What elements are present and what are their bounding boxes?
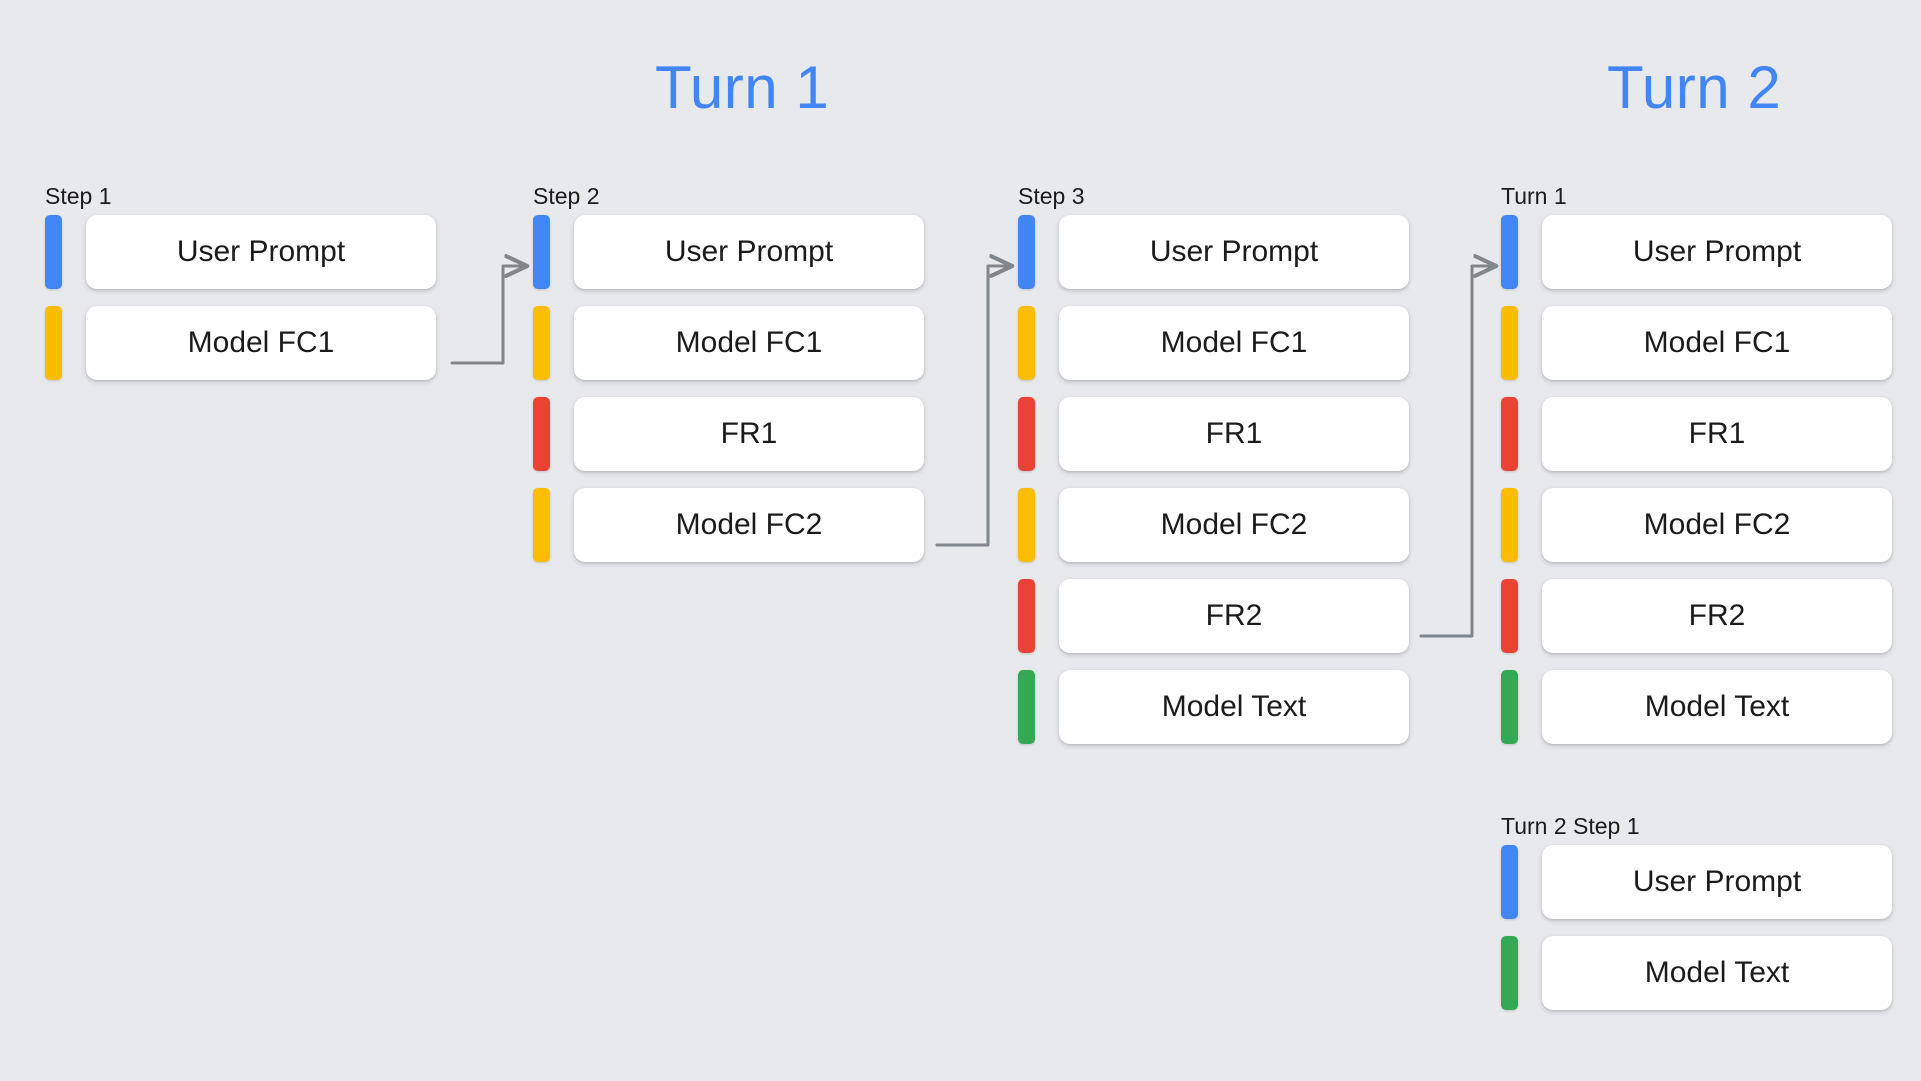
color-bar-red-icon [1501, 397, 1518, 471]
color-bar-blue-icon [1501, 845, 1518, 919]
color-bar-green-icon [1501, 936, 1518, 1010]
color-bar-yellow-icon [1501, 306, 1518, 380]
list-item[interactable]: Model FC1 [45, 306, 436, 380]
color-bar-yellow-icon [1018, 488, 1035, 562]
color-bar-red-icon [533, 397, 550, 471]
card-label: User Prompt [1632, 865, 1802, 898]
color-bar-red-icon [1018, 579, 1035, 653]
color-bar-red-icon [1018, 397, 1035, 471]
card-model-text[interactable]: Model Text [1542, 936, 1892, 1010]
column-rows-step-3: User Prompt Model FC1 FR1 Model FC2 [1018, 215, 1409, 744]
card-user-prompt[interactable]: User Prompt [1542, 215, 1892, 289]
card-label: Model FC1 [675, 326, 823, 359]
turn-1-title: Turn 1 [655, 54, 830, 121]
card-label: Model FC2 [675, 508, 823, 541]
color-bar-blue-icon [1018, 215, 1035, 289]
column-label-step-2: Step 2 [533, 183, 600, 209]
list-item[interactable]: FR1 [1501, 397, 1892, 471]
card-fr2[interactable]: FR2 [1059, 579, 1409, 653]
card-label: FR1 [1688, 417, 1746, 450]
color-bar-blue-icon [533, 215, 550, 289]
card-user-prompt[interactable]: User Prompt [86, 215, 436, 289]
card-model-text[interactable]: Model Text [1059, 670, 1409, 744]
list-item[interactable]: Model Text [1501, 936, 1892, 1010]
card-fr1[interactable]: FR1 [1059, 397, 1409, 471]
column-label-turn-1: Turn 1 [1501, 183, 1567, 209]
card-label: FR1 [1205, 417, 1263, 450]
column-rows-turn-2-step-1: User Prompt Model Text [1501, 845, 1892, 1010]
card-label: FR2 [1688, 599, 1746, 632]
color-bar-green-icon [1501, 670, 1518, 744]
card-label: Model Text [1644, 956, 1790, 989]
card-model-fc2[interactable]: Model FC2 [574, 488, 924, 562]
color-bar-yellow-icon [45, 306, 62, 380]
card-model-text[interactable]: Model Text [1542, 670, 1892, 744]
connector-step3-to-turn1 [1419, 266, 1496, 638]
connector-step1-to-step2 [450, 266, 527, 365]
card-model-fc1[interactable]: Model FC1 [1059, 306, 1409, 380]
list-item[interactable]: FR2 [1018, 579, 1409, 653]
list-item[interactable]: User Prompt [1501, 845, 1892, 919]
color-bar-green-icon [1018, 670, 1035, 744]
list-item[interactable]: Model FC1 [1501, 306, 1892, 380]
color-bar-blue-icon [45, 215, 62, 289]
card-label: FR2 [1205, 599, 1263, 632]
card-user-prompt[interactable]: User Prompt [1542, 845, 1892, 919]
card-label: Model FC1 [187, 326, 335, 359]
list-item[interactable]: User Prompt [1501, 215, 1892, 289]
card-label: Model FC2 [1160, 508, 1308, 541]
list-item[interactable]: Model FC2 [533, 488, 924, 562]
card-fr1[interactable]: FR1 [1542, 397, 1892, 471]
card-model-fc1[interactable]: Model FC1 [574, 306, 924, 380]
column-rows-turn-1: User Prompt Model FC1 FR1 Model FC2 [1501, 215, 1892, 744]
card-model-fc1[interactable]: Model FC1 [86, 306, 436, 380]
column-label-step-1: Step 1 [45, 183, 112, 209]
card-fr2[interactable]: FR2 [1542, 579, 1892, 653]
card-user-prompt[interactable]: User Prompt [1059, 215, 1409, 289]
card-model-fc2[interactable]: Model FC2 [1059, 488, 1409, 562]
card-label: User Prompt [1632, 235, 1802, 268]
card-label: Model Text [1644, 690, 1790, 723]
list-item[interactable]: FR2 [1501, 579, 1892, 653]
color-bar-red-icon [1501, 579, 1518, 653]
color-bar-yellow-icon [533, 488, 550, 562]
list-item[interactable]: Model FC1 [533, 306, 924, 380]
card-label: Model FC1 [1160, 326, 1308, 359]
card-model-fc1[interactable]: Model FC1 [1542, 306, 1892, 380]
connector-step2-to-step3 [935, 266, 1012, 547]
color-bar-yellow-icon [1501, 488, 1518, 562]
card-user-prompt[interactable]: User Prompt [574, 215, 924, 289]
list-item[interactable]: Model FC2 [1501, 488, 1892, 562]
list-item[interactable]: User Prompt [45, 215, 436, 289]
color-bar-blue-icon [1501, 215, 1518, 289]
list-item[interactable]: Model Text [1018, 670, 1409, 744]
card-model-fc2[interactable]: Model FC2 [1542, 488, 1892, 562]
card-label: User Prompt [664, 235, 834, 268]
list-item[interactable]: User Prompt [533, 215, 924, 289]
card-label: Model Text [1161, 690, 1307, 723]
card-label: Model FC2 [1643, 508, 1791, 541]
column-label-turn-2-step-1: Turn 2 Step 1 [1501, 813, 1640, 839]
card-label: User Prompt [176, 235, 346, 268]
list-item[interactable]: Model FC1 [1018, 306, 1409, 380]
list-item[interactable]: Model Text [1501, 670, 1892, 744]
card-label: Model FC1 [1643, 326, 1791, 359]
turn-2-title: Turn 2 [1607, 54, 1782, 121]
card-label: FR1 [720, 417, 778, 450]
column-rows-step-2: User Prompt Model FC1 FR1 Model FC2 [533, 215, 924, 562]
color-bar-yellow-icon [533, 306, 550, 380]
color-bar-yellow-icon [1018, 306, 1035, 380]
list-item[interactable]: User Prompt [1018, 215, 1409, 289]
card-label: User Prompt [1149, 235, 1319, 268]
list-item[interactable]: FR1 [1018, 397, 1409, 471]
column-label-step-3: Step 3 [1018, 183, 1085, 209]
column-rows-step-1: User Prompt Model FC1 [45, 215, 436, 380]
card-fr1[interactable]: FR1 [574, 397, 924, 471]
list-item[interactable]: FR1 [533, 397, 924, 471]
list-item[interactable]: Model FC2 [1018, 488, 1409, 562]
